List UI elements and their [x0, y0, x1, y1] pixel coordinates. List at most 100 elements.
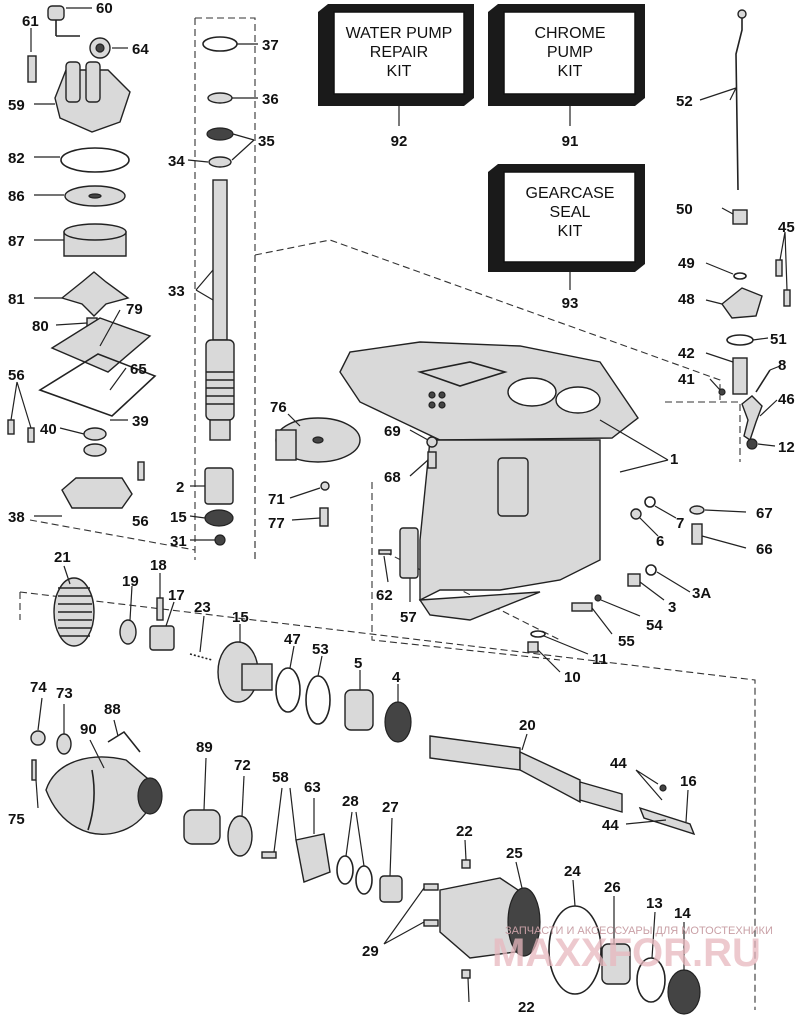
- callout-2: 2: [176, 479, 184, 496]
- washer-53: [305, 675, 331, 725]
- callout-80: 80: [32, 318, 49, 335]
- gearcase-housing-1: [339, 341, 639, 621]
- washer-69: [426, 436, 438, 448]
- o-ring-82: [60, 147, 130, 173]
- callout-19: 19: [122, 573, 139, 590]
- shift-rod-16: [638, 806, 696, 836]
- plug-10: [527, 641, 539, 653]
- kit-box-water-pump-repair: WATER PUMP REPAIR KIT 92: [318, 4, 474, 150]
- callout-75: 75: [8, 811, 25, 828]
- kit-label-line: KIT: [558, 63, 583, 80]
- callout-34: 34: [168, 153, 185, 170]
- callout-20: 20: [519, 717, 536, 734]
- bearing-26: [601, 943, 631, 985]
- screw-45: [775, 259, 783, 277]
- washer-73: [56, 733, 72, 755]
- washer-13: [636, 957, 666, 1003]
- callout-29: 29: [362, 943, 379, 960]
- pin-41: [718, 388, 726, 396]
- callout-46: 46: [778, 391, 795, 408]
- nut-12: [746, 438, 758, 450]
- callout-47: 47: [284, 631, 301, 648]
- plug-6: [630, 508, 642, 520]
- callout-68: 68: [384, 469, 401, 486]
- plate-76: [275, 417, 361, 463]
- callout-1: 1: [670, 451, 678, 468]
- callout-61: 61: [22, 13, 39, 30]
- callout-31: 31: [170, 533, 187, 550]
- pin-18: [156, 597, 164, 621]
- washer-36: [207, 92, 233, 104]
- washer-34: [208, 156, 232, 168]
- callout-5: 5: [354, 655, 362, 672]
- o-ring-37: [202, 36, 238, 52]
- callout-56: 56: [132, 513, 149, 530]
- pin-44: [659, 784, 667, 792]
- screw-58: [261, 851, 277, 859]
- callout-22: 22: [456, 823, 473, 840]
- callout-54: 54: [646, 617, 663, 634]
- callout-89: 89: [196, 739, 213, 756]
- leader-lines: [10, 7, 788, 1003]
- kit-number: 91: [562, 133, 579, 150]
- callout-6: 6: [656, 533, 664, 550]
- callout-57: 57: [400, 609, 417, 626]
- washer-67: [689, 505, 705, 515]
- screw-56: [7, 419, 15, 435]
- callout-3: 3: [668, 599, 676, 616]
- shift-lever-46: [741, 395, 763, 442]
- callout-16: 16: [680, 773, 697, 790]
- pin-62: [378, 549, 392, 555]
- kit-box-gearcase-seal: GEARCASE SEAL KIT 93: [488, 164, 645, 312]
- callout-24: 24: [564, 863, 581, 880]
- nut-50: [732, 209, 748, 225]
- gasket-65: [38, 353, 157, 417]
- callout-44: 44: [602, 817, 619, 834]
- callout-15: 15: [232, 609, 249, 626]
- callout-82: 82: [8, 150, 25, 167]
- callout-33: 33: [168, 283, 185, 300]
- bearing-19: [119, 619, 137, 645]
- bushing-42: [732, 357, 748, 395]
- callout-90: 90: [80, 721, 97, 738]
- screw-66: [691, 523, 703, 545]
- thrust-hub-89: [183, 809, 221, 845]
- callout-27: 27: [382, 799, 399, 816]
- screw-61: [27, 55, 37, 83]
- callout-labels: 60 61 64 59 82 86 87 81 79 80 65 56 40 3…: [8, 0, 795, 1016]
- shim-47: [275, 667, 301, 713]
- forward-gear-21: [53, 577, 95, 647]
- o-ring-3a: [645, 564, 657, 576]
- clutch-dog-17: [149, 625, 175, 651]
- reverse-gear-15: [217, 641, 273, 703]
- nut-31: [214, 534, 226, 546]
- water-pump-group: [7, 5, 157, 509]
- callout-3A: 3A: [692, 585, 711, 602]
- bearing-35: [206, 127, 234, 141]
- callout-17: 17: [168, 587, 185, 604]
- callout-18: 18: [150, 557, 167, 574]
- kit-label-line: KIT: [387, 63, 412, 80]
- propeller-90: [45, 756, 163, 835]
- washer-54: [594, 594, 602, 602]
- kit-label-line: REPAIR: [370, 44, 428, 61]
- callout-79: 79: [126, 301, 143, 318]
- callout-73: 73: [56, 685, 73, 702]
- callout-87: 87: [8, 233, 25, 250]
- watermark: ЗАПЧАСТИ И АКСЕССУАРЫ ДЛЯ МОТОСТЕХНИКИ M…: [492, 925, 773, 975]
- callout-11: 11: [592, 651, 608, 668]
- kit-label-line: CHROME: [534, 25, 605, 42]
- callout-63: 63: [304, 779, 321, 796]
- callout-76: 76: [270, 399, 287, 416]
- callout-77: 77: [268, 515, 285, 532]
- callout-41: 41: [678, 371, 695, 388]
- callout-25: 25: [506, 845, 523, 862]
- kit-label-line: PUMP: [547, 44, 593, 61]
- kit-label-line: GEARCASE: [526, 185, 615, 202]
- callout-59: 59: [8, 97, 25, 114]
- screw-55: [571, 602, 593, 612]
- callout-74: 74: [30, 679, 47, 696]
- screw-29: [423, 883, 439, 891]
